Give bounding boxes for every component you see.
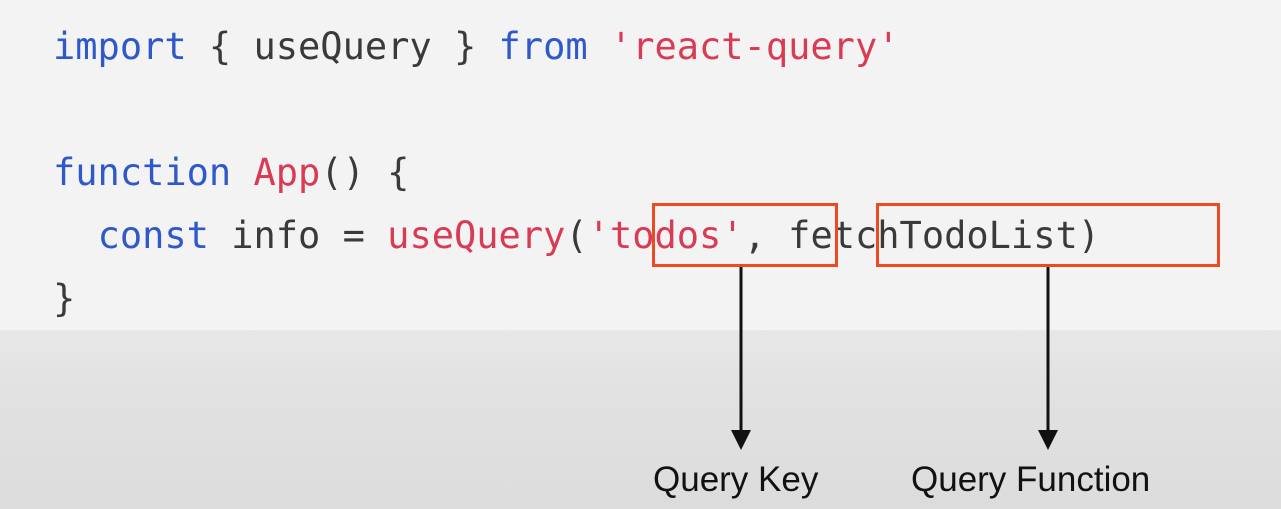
query-key-string: 'todos' <box>587 214 744 257</box>
assignment: info = <box>208 214 388 257</box>
query-function-label: Query Function <box>911 460 1151 499</box>
code-line-import: import { useQuery } from 'react-query' <box>53 22 900 72</box>
from-keyword: from <box>498 25 588 68</box>
space <box>588 25 610 68</box>
code-line-close: } <box>53 274 75 324</box>
function-parens: () { <box>320 151 410 194</box>
query-function-arrowhead-icon <box>1038 430 1058 450</box>
import-keyword: import <box>53 25 187 68</box>
closing-brace: } <box>53 277 76 320</box>
close-brace: } <box>431 25 499 68</box>
const-keyword: const <box>97 214 209 257</box>
module-string: 'react-query' <box>609 25 900 68</box>
open-brace: { <box>186 25 254 68</box>
query-key-label: Query Key <box>653 460 819 499</box>
open-paren: ( <box>565 214 588 257</box>
component-name: App <box>253 151 321 194</box>
imported-hook-name: useQuery <box>253 25 432 68</box>
query-key-highlight-box <box>652 203 838 267</box>
code-panel <box>0 0 1281 330</box>
hook-call-name: useQuery <box>387 214 566 257</box>
argument-comma: , <box>743 214 789 257</box>
space <box>231 151 253 194</box>
indent <box>53 214 98 257</box>
code-line-function: function App() { <box>53 148 409 198</box>
query-function-highlight-box <box>876 203 1220 267</box>
function-keyword: function <box>53 151 232 194</box>
query-key-arrowhead-icon <box>731 430 751 450</box>
close-paren: ) <box>1077 214 1101 257</box>
